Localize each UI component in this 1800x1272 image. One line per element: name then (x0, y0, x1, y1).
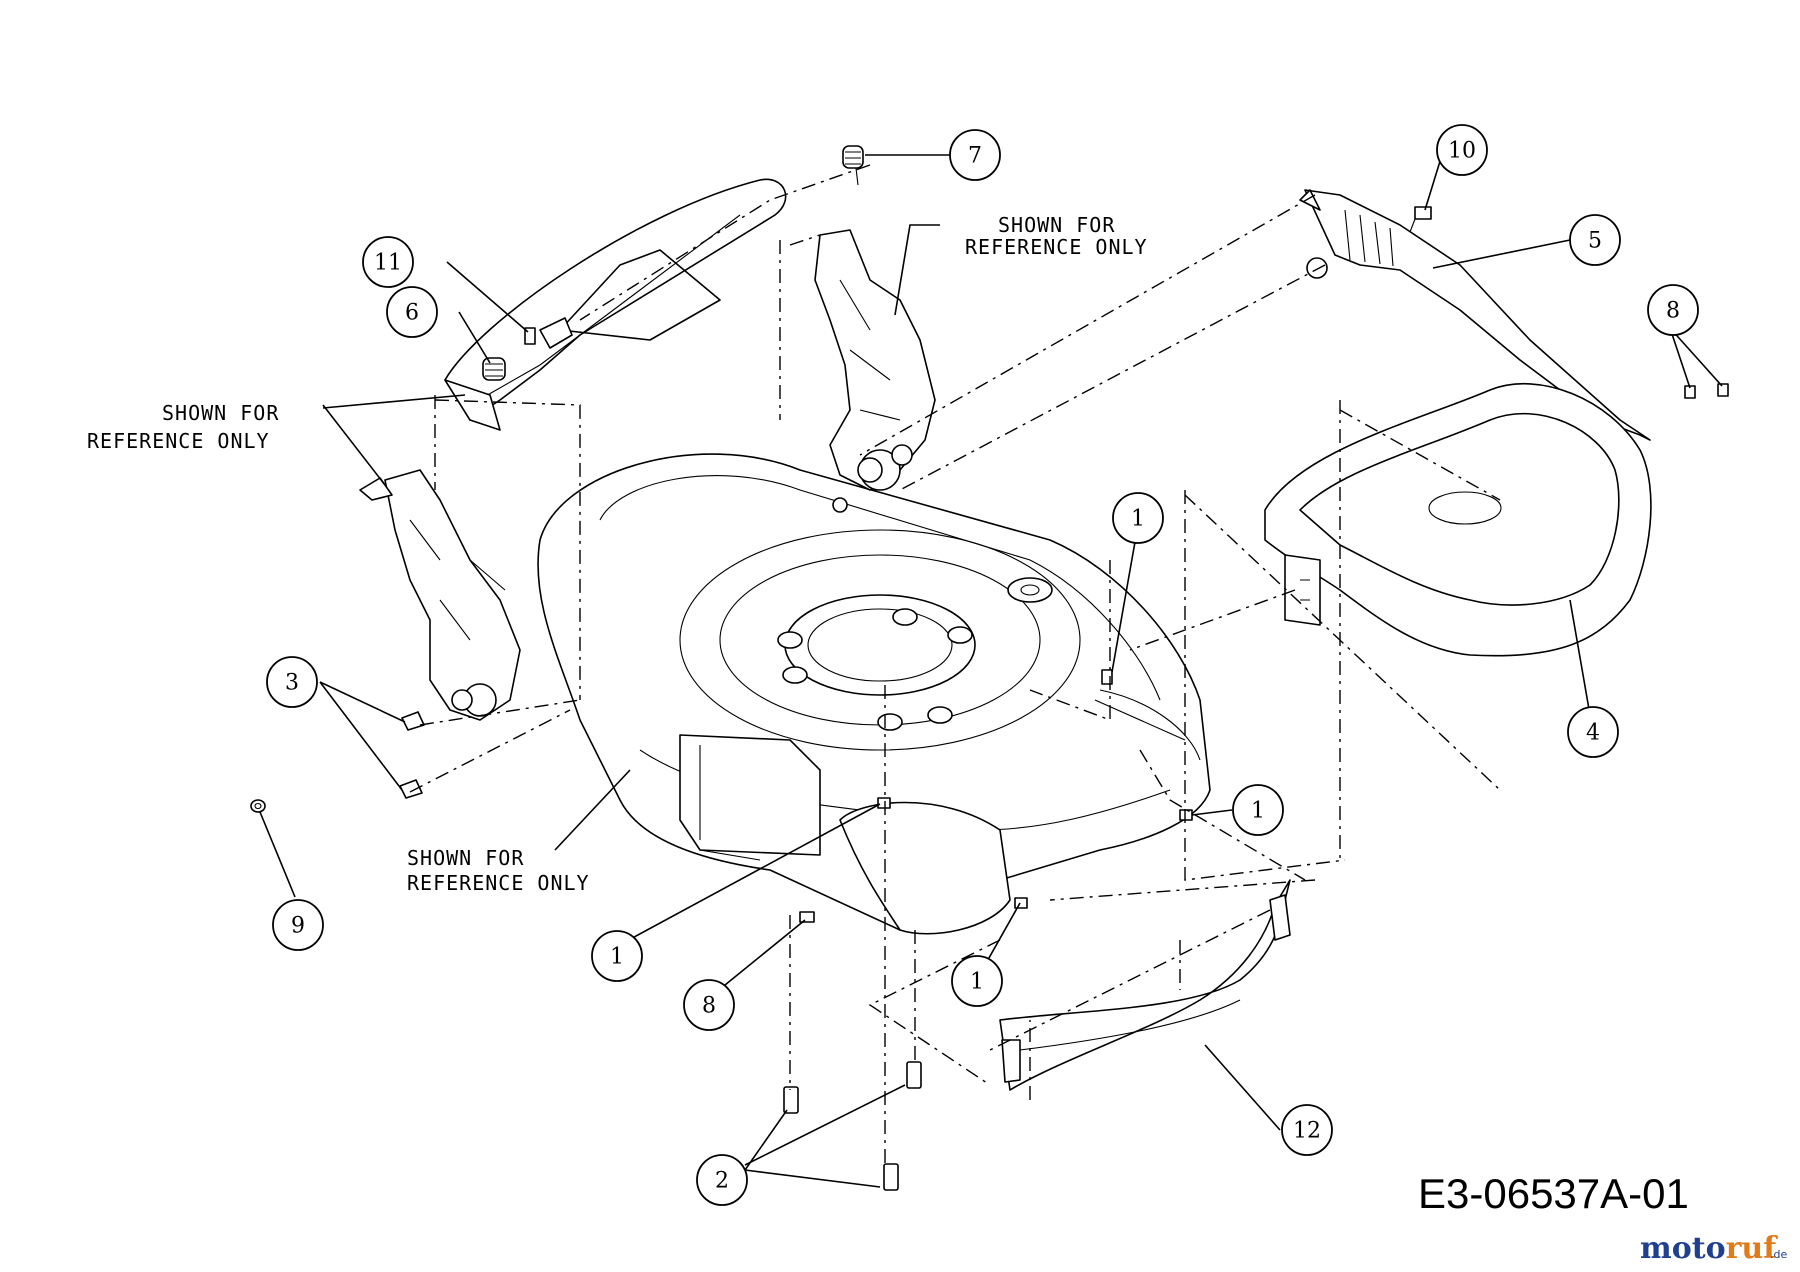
svg-text:7: 7 (968, 144, 982, 169)
svg-text:10: 10 (1448, 139, 1476, 164)
assembly-center-lines (409, 164, 1501, 1165)
mower-deck (537, 453, 1211, 935)
center-height-adjuster (814, 229, 936, 513)
reference-note-bottom-left: SHOWN FOR REFERENCE ONLY (407, 846, 590, 895)
svg-text:SHOWN FOR: SHOWN FOR (407, 846, 524, 870)
svg-text:9: 9 (291, 914, 305, 939)
callout-10: 10 (1436, 124, 1488, 176)
callout-8-front: 8 (683, 979, 735, 1031)
spring-part-7 (842, 145, 864, 186)
rear-flap-part-5 (1299, 189, 1651, 441)
bolt-part-8-front (799, 911, 815, 923)
svg-text:1: 1 (1131, 507, 1145, 532)
callout-11: 11 (362, 236, 414, 288)
callout-5: 5 (1569, 214, 1621, 266)
callout-1-left: 1 (591, 930, 643, 982)
motoruf-watermark-logo: motoruf .de (1640, 1231, 1787, 1266)
callout-1-top: 1 (1112, 492, 1164, 544)
drawing-number: E3-06537A-01 (1418, 1170, 1689, 1217)
left-height-adjuster (359, 469, 521, 721)
bolts-part-3 (399, 711, 425, 799)
callout-7: 7 (949, 129, 1001, 181)
reference-note-left: SHOWN FOR REFERENCE ONLY (87, 401, 279, 453)
callout-12: 12 (1281, 1104, 1333, 1156)
svg-text:1: 1 (1251, 799, 1265, 824)
svg-text:5: 5 (1588, 229, 1602, 254)
callout-6: 6 (386, 286, 438, 338)
callout-9: 9 (272, 899, 324, 951)
front-skirt-part-12 (999, 879, 1291, 1091)
svg-text:6: 6 (405, 301, 419, 326)
svg-text:REFERENCE ONLY: REFERENCE ONLY (965, 235, 1148, 259)
svg-text:REFERENCE ONLY: REFERENCE ONLY (87, 429, 270, 453)
left-upper-lever (444, 178, 787, 431)
svg-text:1: 1 (610, 945, 624, 970)
nut-part-9 (250, 799, 266, 813)
bolt-part-10 (1409, 206, 1432, 233)
callout-2: 2 (696, 1154, 748, 1206)
svg-text:4: 4 (1586, 721, 1600, 746)
svg-text:12: 12 (1293, 1119, 1321, 1144)
pin-part-11 (524, 327, 536, 345)
svg-text:SHOWN FOR: SHOWN FOR (162, 401, 279, 425)
watermark-suffix: .de (1770, 1248, 1787, 1261)
bolts-part-2 (783, 1061, 922, 1191)
callout-1-bottom: 1 (951, 955, 1003, 1007)
callout-8-right: 8 (1647, 284, 1699, 336)
svg-text:3: 3 (285, 671, 299, 696)
svg-text:2: 2 (715, 1169, 729, 1194)
svg-text:8: 8 (702, 994, 716, 1019)
rear-cover-part-4 (1264, 382, 1652, 657)
callout-4: 4 (1567, 706, 1619, 758)
svg-text:11: 11 (374, 251, 402, 276)
callout-3: 3 (266, 656, 318, 708)
motor-mount-bosses (777, 608, 973, 731)
svg-text:REFERENCE ONLY: REFERENCE ONLY (407, 871, 590, 895)
svg-text:SHOWN FOR: SHOWN FOR (998, 213, 1115, 237)
reference-note-top-center: SHOWN FOR REFERENCE ONLY (965, 213, 1148, 259)
svg-text:1: 1 (970, 970, 984, 995)
watermark-brand: motoruf (1640, 1231, 1778, 1266)
svg-text:8: 8 (1666, 299, 1680, 324)
callout-1-right: 1 (1232, 784, 1284, 836)
spring-part-6 (482, 357, 506, 381)
